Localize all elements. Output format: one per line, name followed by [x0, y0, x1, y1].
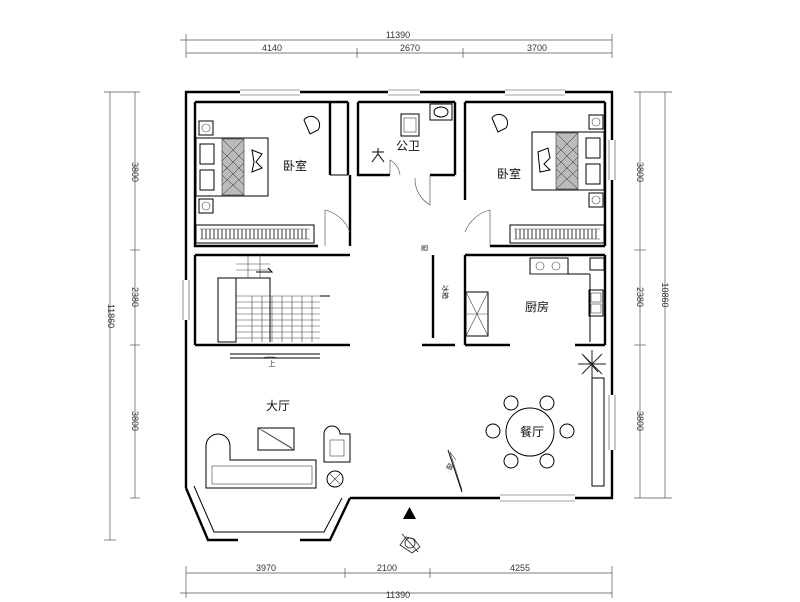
dim-right-total: 10860 — [660, 282, 670, 307]
label-dining: 餐厅 — [520, 424, 544, 439]
label-bedroom-left: 卧室 — [283, 158, 307, 173]
label-kitchen-door: 窗 — [444, 461, 455, 472]
label-bedroom-right: 卧室 — [497, 166, 521, 181]
wardrobe-left — [195, 224, 315, 244]
wardrobe-right — [509, 224, 605, 244]
doors — [230, 159, 491, 493]
dim-right-1: 3800 — [635, 162, 645, 182]
dim-bottom-3: 4255 — [510, 563, 530, 573]
dim-top-3: 3700 — [527, 43, 547, 53]
dining-furniture — [485, 350, 606, 487]
dim-left-total: 11860 — [106, 304, 116, 328]
living-furniture — [205, 425, 351, 489]
outer-walls — [182, 89, 616, 542]
dim-left-3: 3800 — [130, 411, 140, 431]
staircase — [217, 255, 330, 343]
label-corridor-mark: 窗 — [420, 245, 429, 252]
dim-bottom-2: 2100 — [377, 563, 397, 573]
bed-left — [195, 115, 321, 214]
label-fridge: 冰箱 — [441, 285, 450, 299]
dim-right-3: 3800 — [635, 411, 645, 431]
dim-left-2: 2380 — [130, 287, 140, 307]
dim-top-total: 11390 — [386, 30, 410, 40]
label-bathroom: 公卫 — [396, 139, 420, 153]
label-stair-up: 上 — [269, 359, 276, 368]
dimension-lines — [104, 34, 672, 598]
label-living: 大厅 — [266, 399, 290, 413]
dim-top-1: 4140 — [262, 43, 282, 53]
kitchen-fixtures — [465, 257, 605, 342]
dim-right-2: 2380 — [635, 287, 645, 307]
dim-bottom-1: 3970 — [256, 563, 276, 573]
label-kitchen: 厨房 — [525, 299, 549, 314]
interior-walls — [193, 100, 607, 347]
entrance-marker — [399, 507, 421, 554]
dim-left-1: 3800 — [130, 162, 140, 182]
dim-bottom-total: 11390 — [386, 590, 410, 600]
dim-top-2: 2670 — [400, 43, 420, 53]
bathroom-fixtures — [371, 103, 453, 163]
bed-right — [491, 113, 605, 208]
